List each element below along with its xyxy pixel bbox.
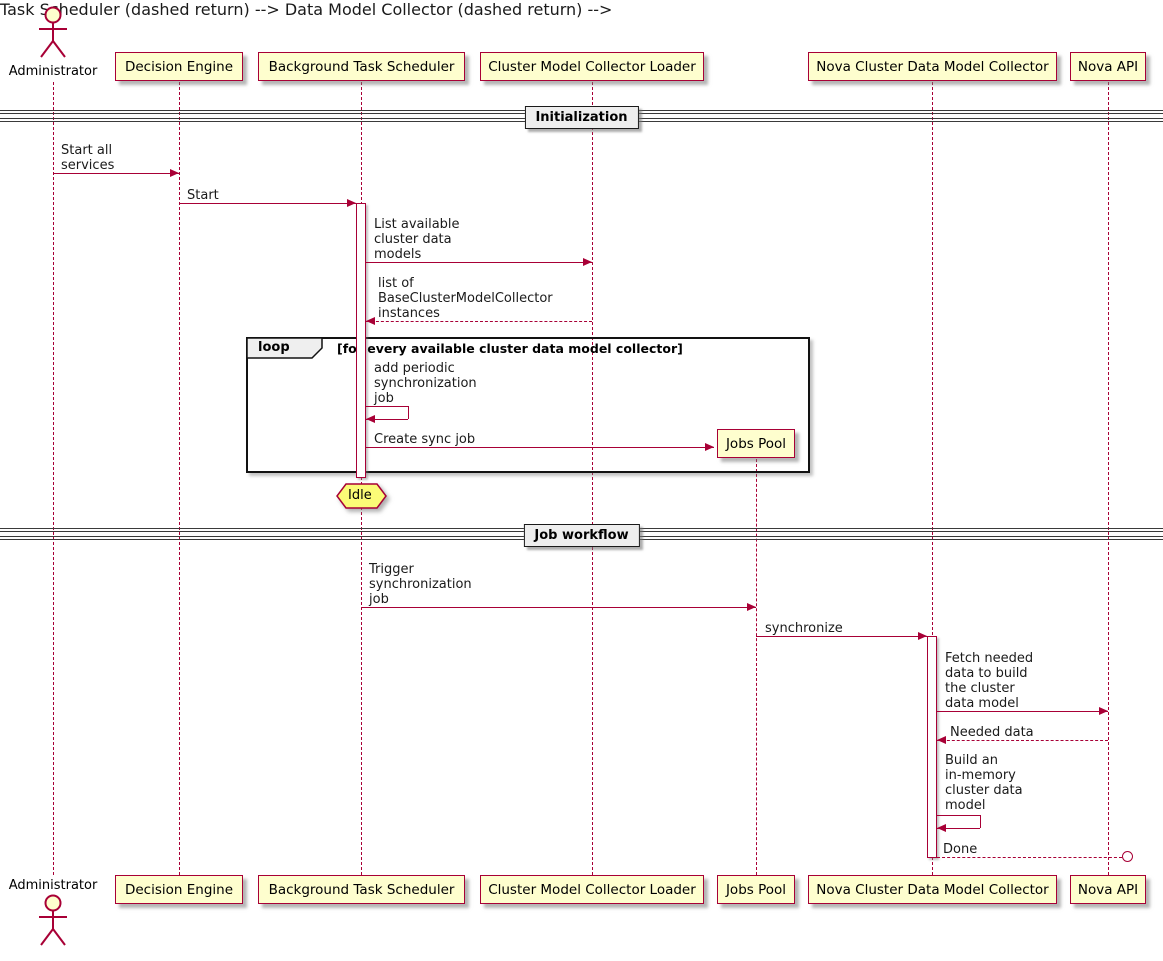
message-needed-data-label: Needed data	[950, 725, 1034, 740]
message-needed-data-arrow	[937, 740, 1108, 741]
divider-job-workflow: Job workflow	[523, 524, 640, 547]
message-fetch-data-arrow	[937, 711, 1108, 712]
arrowhead-left	[937, 736, 946, 744]
self-arrow-top	[937, 815, 980, 816]
message-list-models-label: List available cluster data models	[374, 217, 460, 262]
arrowhead-right	[347, 199, 356, 207]
message-trigger-job-arrow	[361, 607, 756, 608]
loop-fragment-header-pentagon	[246, 337, 323, 359]
message-start-arrow	[179, 203, 356, 204]
lifeline-jobs-pool	[756, 459, 757, 875]
arrowhead-right	[705, 443, 714, 451]
participant-data-model-collector-top: Nova Cluster Data Model Collector	[808, 52, 1057, 81]
idle-state-label: Idle	[348, 488, 372, 503]
participant-jobs-pool-created: Jobs Pool	[717, 429, 795, 458]
arrowhead-right	[918, 632, 927, 640]
message-fetch-data-label: Fetch needed data to build the cluster d…	[945, 651, 1034, 711]
message-list-models-arrow	[366, 262, 592, 263]
message-create-sync-job-arrow	[366, 447, 714, 448]
lifeline-decision-engine	[179, 82, 180, 875]
loop-keyword: loop	[258, 340, 290, 355]
administrator-actor-icon-bottom	[39, 894, 67, 946]
self-arrow-top	[366, 406, 408, 407]
message-done-arrow	[937, 857, 1122, 858]
self-arrow-side	[408, 406, 409, 419]
participant-nova-api-bottom: Nova API	[1070, 875, 1146, 904]
lifeline-data-model-collector	[932, 82, 933, 875]
administrator-label-top: Administrator	[8, 64, 98, 79]
participant-decision-engine-top: Decision Engine	[115, 52, 243, 81]
activation-data-model-collector	[927, 636, 937, 858]
participant-task-scheduler-top: Background Task Scheduler	[258, 52, 465, 81]
administrator-actor-icon-top	[39, 6, 67, 58]
participant-jobs-pool-bottom: Jobs Pool	[717, 875, 795, 904]
arrowhead-left	[366, 317, 375, 325]
participant-decision-engine-bottom: Decision Engine	[115, 875, 243, 904]
self-arrow-bottom	[366, 419, 408, 420]
message-done-label: Done	[943, 842, 978, 857]
lifeline-collector-loader	[592, 82, 593, 875]
arrowhead-left	[937, 824, 946, 832]
idle-state-hexagon	[336, 483, 387, 509]
participant-task-scheduler-bottom: Background Task Scheduler	[258, 875, 465, 904]
arrowhead-right	[170, 169, 179, 177]
message-trigger-job-label: Trigger synchronization job	[369, 562, 472, 607]
message-add-job-label: add periodic synchronization job	[374, 361, 477, 406]
arrowhead-right	[1099, 707, 1108, 715]
arrowhead-left	[366, 415, 375, 423]
message-list-return-arrow	[366, 321, 592, 322]
message-synchronize-arrow	[756, 636, 927, 637]
message-synchronize-label: synchronize	[765, 621, 843, 636]
participant-collector-loader-top: Cluster Model Collector Loader	[480, 52, 704, 81]
self-arrow-bottom	[937, 828, 980, 829]
activation-task-scheduler	[356, 203, 366, 478]
administrator-label-bottom: Administrator	[8, 878, 98, 893]
self-arrow-side	[980, 815, 981, 828]
message-build-model-label: Build an in-memory cluster data model	[945, 753, 1023, 813]
participant-data-model-collector-bottom: Nova Cluster Data Model Collector	[808, 875, 1057, 904]
lifeline-task-scheduler	[361, 82, 362, 875]
message-start-all-services-arrow	[53, 173, 179, 174]
participant-nova-api-top: Nova API	[1070, 52, 1146, 81]
arrowhead-right	[583, 258, 592, 266]
participant-collector-loader-bottom: Cluster Model Collector Loader	[480, 875, 704, 904]
message-start-all-services-label: Start all services	[61, 143, 115, 173]
lifeline-administrator	[53, 82, 54, 875]
message-create-sync-job-label: Create sync job	[374, 432, 476, 447]
divider-initialization: Initialization	[524, 106, 639, 129]
message-list-return-label: list of BaseClusterModelCollector instan…	[378, 276, 553, 321]
arrowhead-right	[747, 603, 756, 611]
lifeline-nova-api	[1108, 82, 1109, 875]
loop-condition: [for every available cluster data model …	[337, 341, 683, 356]
done-endpoint-circle	[1122, 851, 1133, 862]
message-start-label: Start	[187, 188, 219, 203]
loop-fragment-frame	[246, 337, 810, 473]
